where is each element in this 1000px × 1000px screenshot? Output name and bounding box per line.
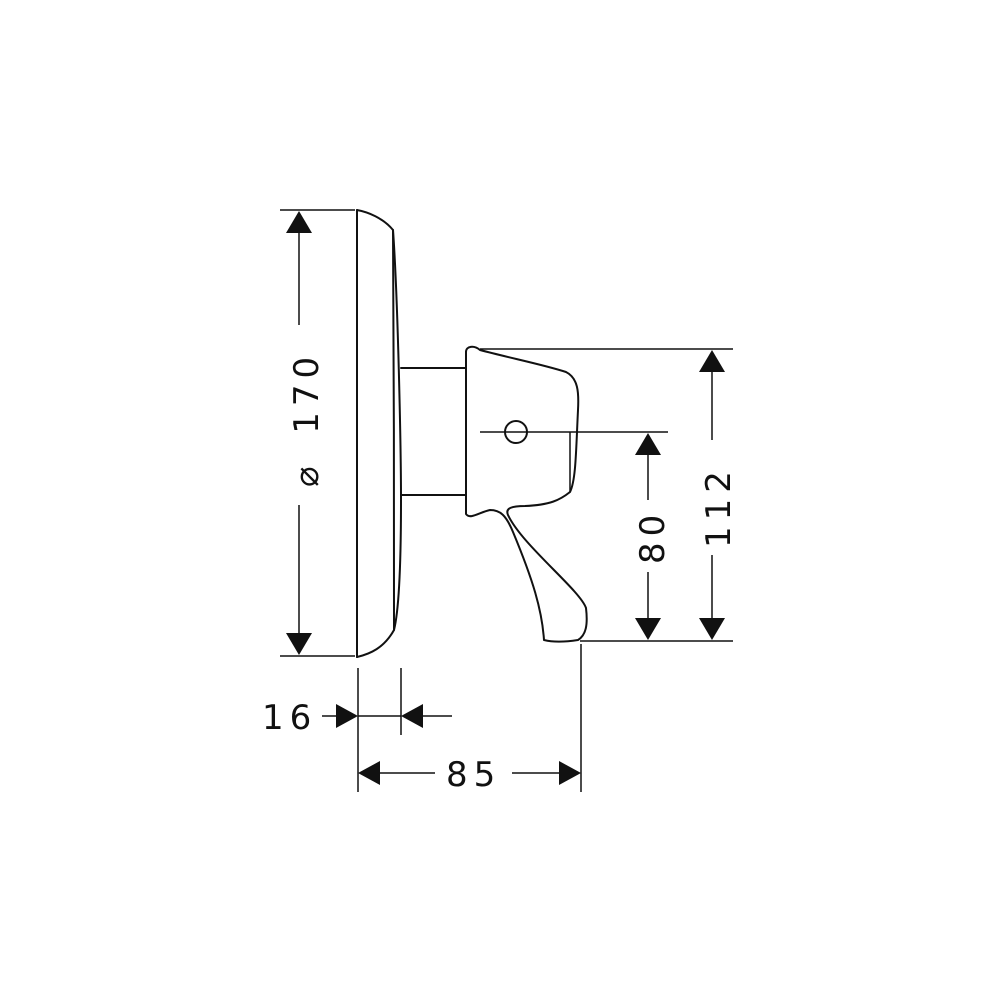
arrow-up-icon xyxy=(699,350,725,372)
depth-16-value: 16 xyxy=(262,698,317,738)
dimension-diameter: ⌀ 170 xyxy=(286,211,327,655)
dimension-height-112: 112 xyxy=(699,350,739,640)
extension-lines xyxy=(280,209,733,792)
arrow-down-icon xyxy=(699,618,725,640)
height-112-value: 112 xyxy=(699,465,739,548)
dimension-depth-85: 85 xyxy=(358,755,581,795)
dimension-height-80: 80 xyxy=(633,433,673,640)
wall-plate xyxy=(356,209,402,658)
svg-text:⌀ 170: ⌀ 170 xyxy=(287,351,327,487)
dimension-depth-16: 16 xyxy=(262,698,452,738)
arrow-up-icon xyxy=(635,433,661,455)
lever-handle xyxy=(465,345,588,643)
diameter-value: 170 xyxy=(287,351,327,434)
arrow-right-icon xyxy=(559,761,581,785)
diameter-symbol: ⌀ xyxy=(287,461,327,487)
arrow-right-icon xyxy=(336,704,358,728)
arrow-up-icon xyxy=(286,211,312,233)
arrow-left-icon xyxy=(358,761,380,785)
arrow-down-icon xyxy=(286,633,312,655)
arrow-left-icon xyxy=(401,704,423,728)
spindle-neck xyxy=(400,367,467,496)
height-80-value: 80 xyxy=(633,509,673,564)
depth-85-value: 85 xyxy=(446,755,501,795)
arrow-down-icon xyxy=(635,618,661,640)
